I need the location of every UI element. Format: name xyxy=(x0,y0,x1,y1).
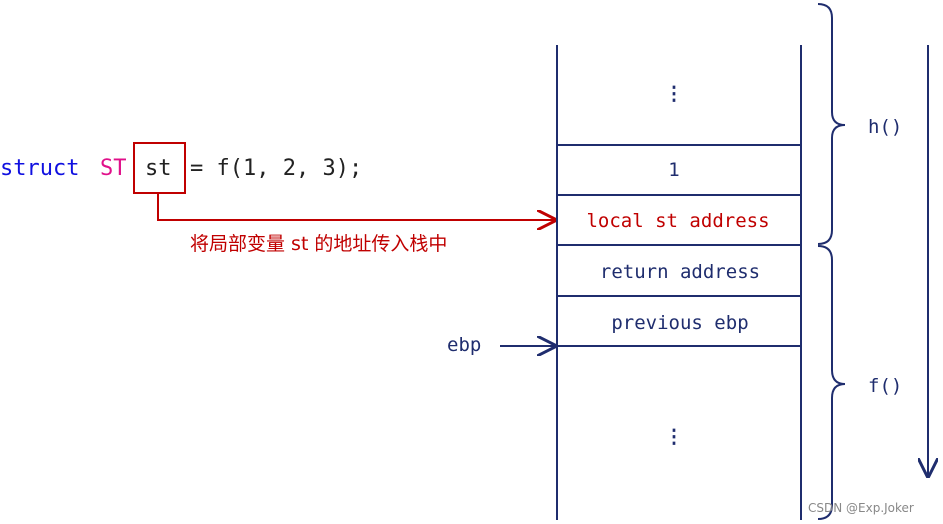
brace-f xyxy=(817,245,846,520)
stack-cell-previous-ebp: previous ebp xyxy=(611,312,748,334)
stack-ellipsis-bottom: ⋮ xyxy=(665,426,684,448)
highlight-box xyxy=(133,142,186,194)
code-line: struct ST st = f(1, 2, 3); xyxy=(0,156,362,181)
stack-ellipsis-top: ⋮ xyxy=(665,83,684,105)
address-arrow xyxy=(157,193,555,220)
stack-cell-local-st-address: local st address xyxy=(586,210,769,232)
brace-h xyxy=(817,3,846,245)
stack-frame xyxy=(556,45,802,520)
stack-cell-1: 1 xyxy=(668,159,679,181)
annotation-label: 将局部变量 st 的地址传入栈中 xyxy=(190,233,447,255)
stack-cell-return-address: return address xyxy=(600,261,760,283)
watermark: CSDN @Exp.Joker xyxy=(808,501,914,515)
frame-label-f: f() xyxy=(868,375,902,397)
ebp-label: ebp xyxy=(447,334,481,356)
code-keyword: struct xyxy=(0,156,79,181)
code-var: st xyxy=(145,156,172,181)
code-type: ST xyxy=(100,156,127,181)
frame-label-h: h() xyxy=(868,116,902,138)
code-rest: = f(1, 2, 3); xyxy=(190,156,362,181)
